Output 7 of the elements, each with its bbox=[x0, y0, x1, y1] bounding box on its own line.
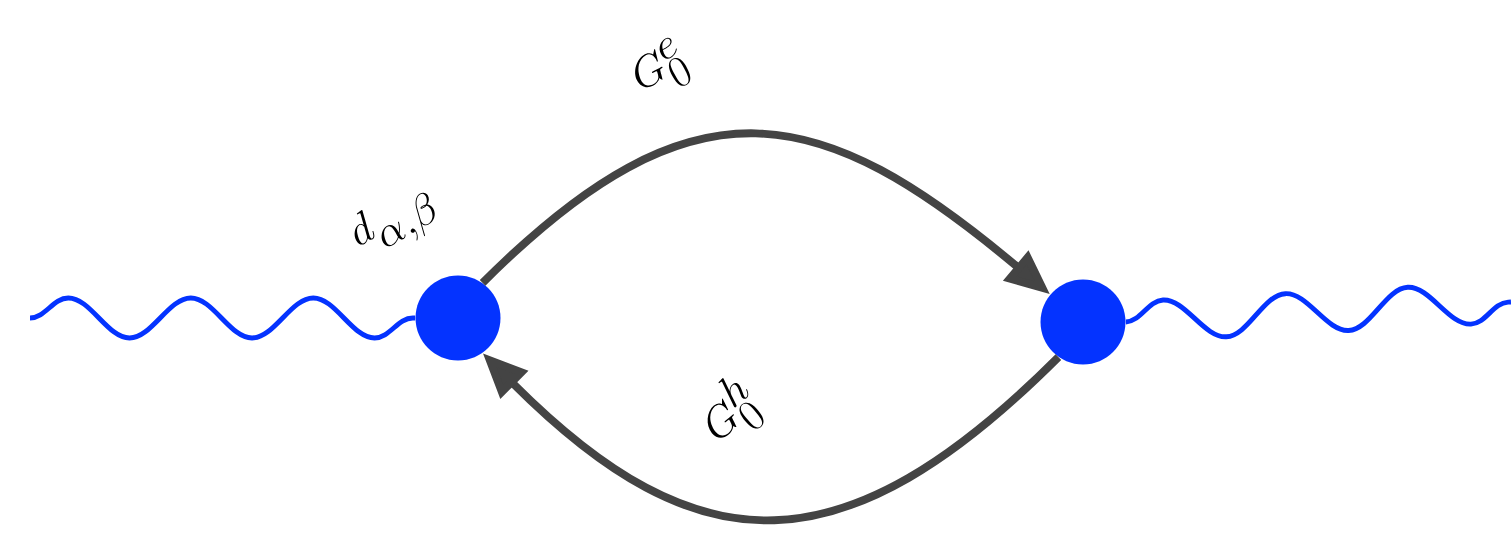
edge-label: $G_0^h$ bbox=[707, 378, 764, 438]
vertex-dot bbox=[1040, 279, 1126, 365]
vertex-dot bbox=[415, 275, 501, 361]
wavy-line bbox=[29, 295, 416, 341]
vertex-label: $d_{\alpha,\beta}$ bbox=[354, 192, 435, 247]
edge-label: $G_0^e$ bbox=[635, 37, 691, 88]
wavy-line bbox=[1125, 284, 1511, 340]
